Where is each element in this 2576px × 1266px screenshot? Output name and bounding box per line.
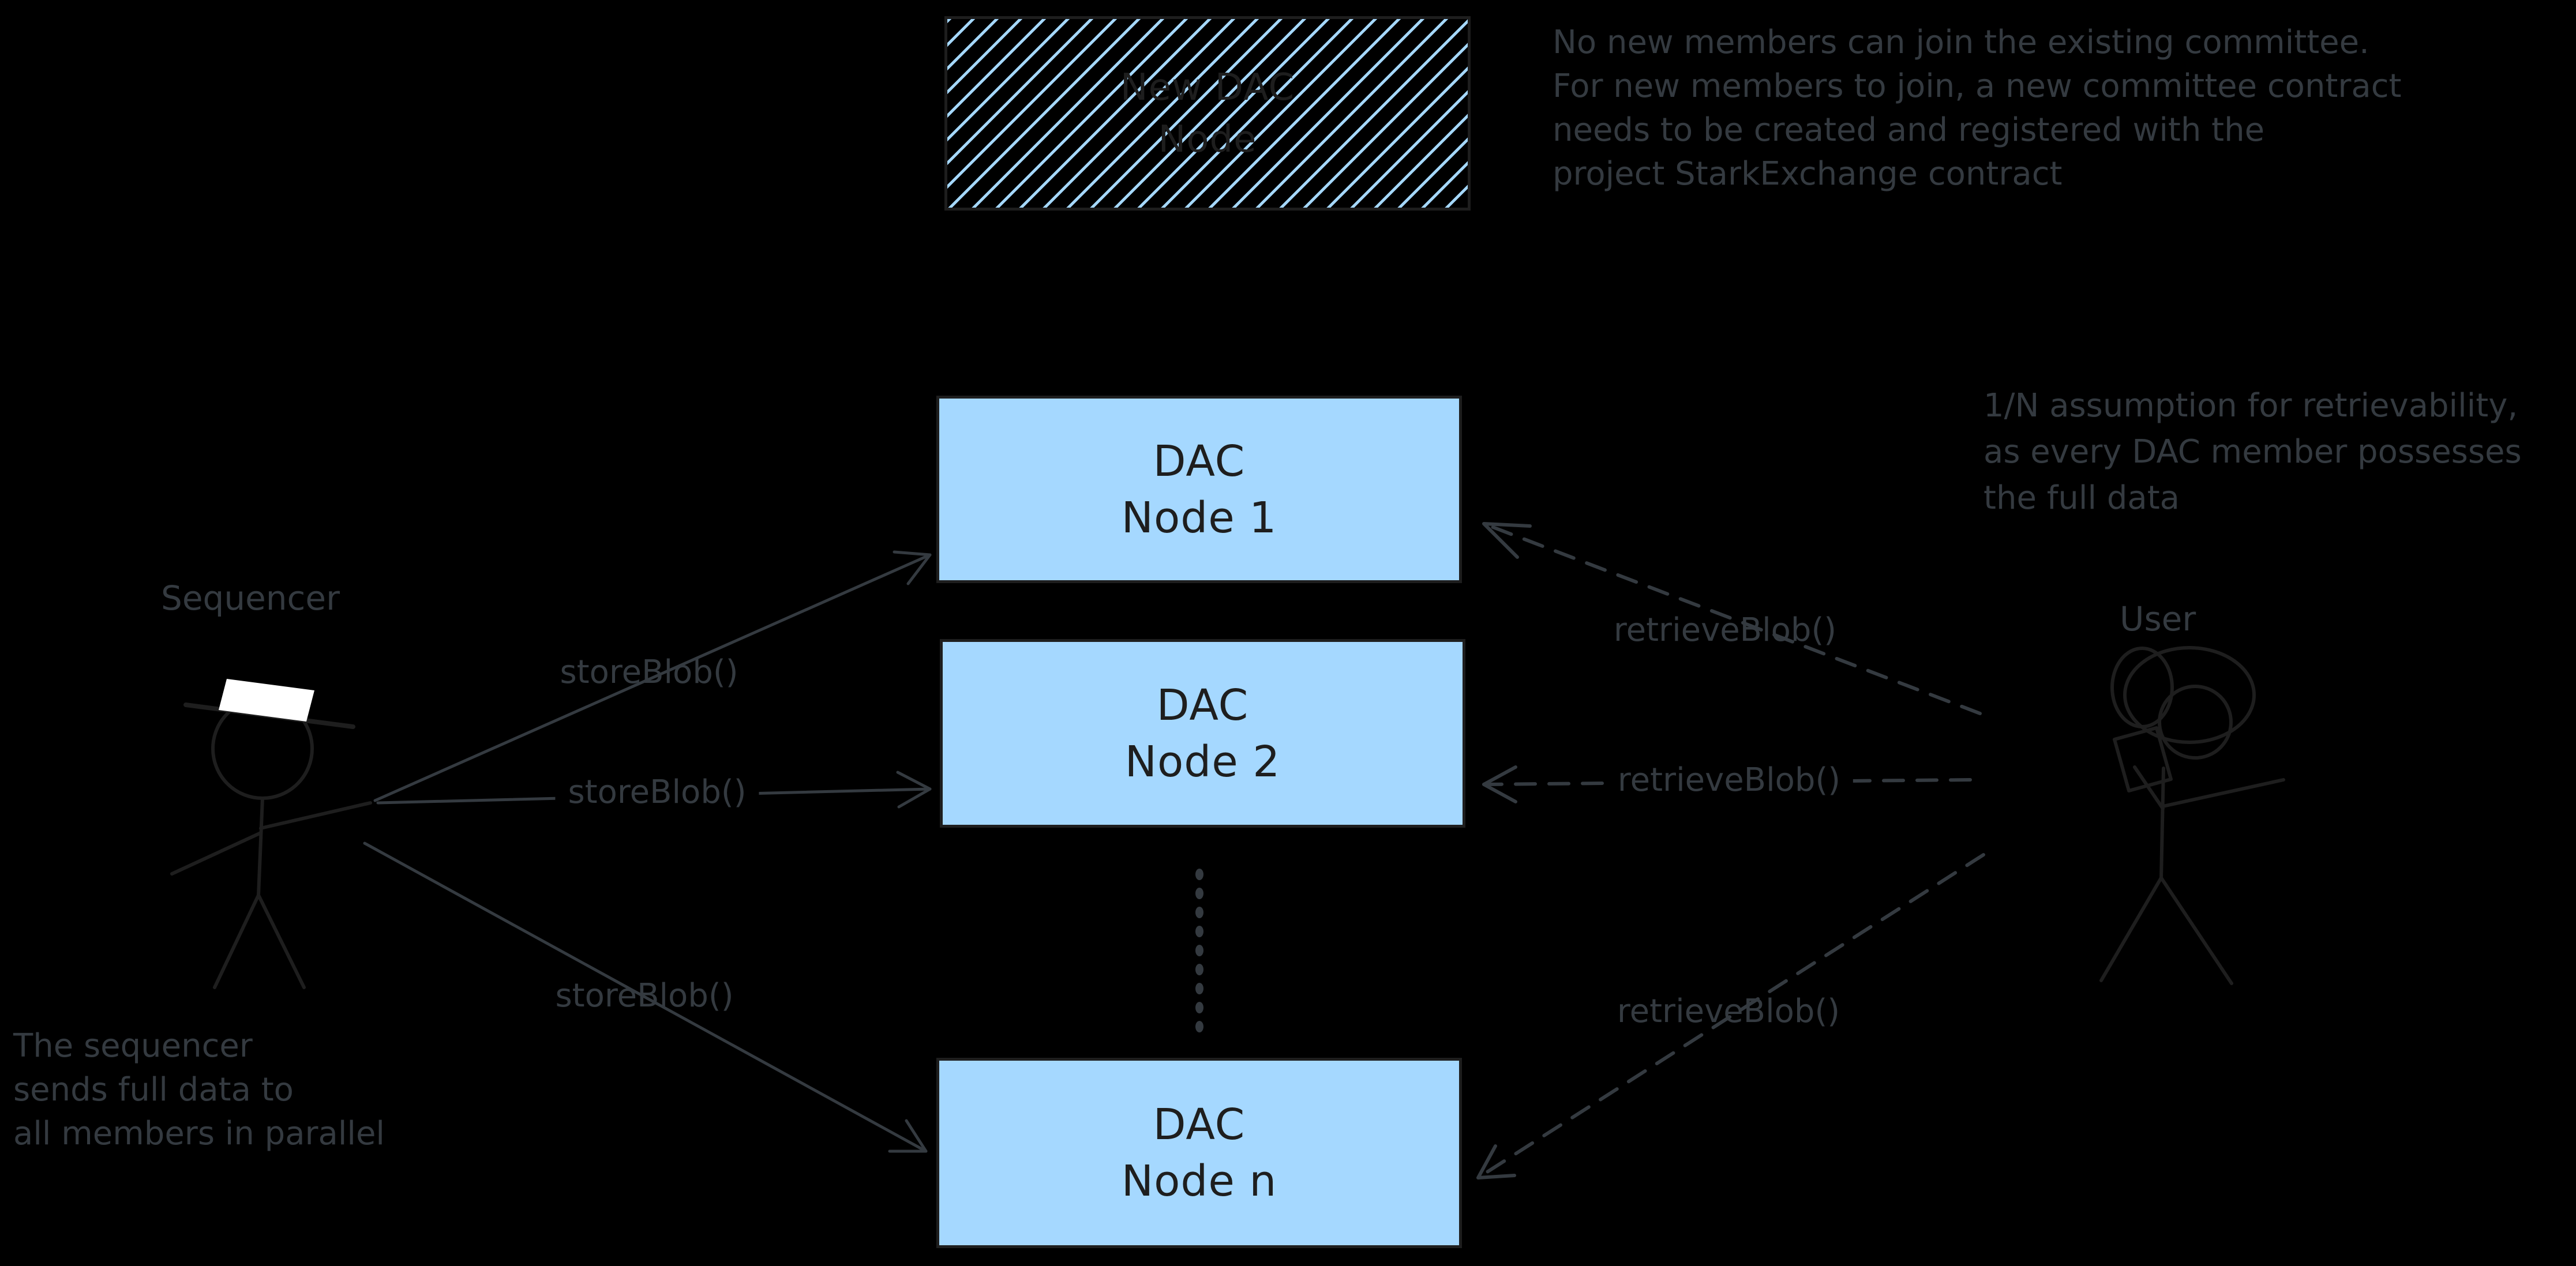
ellipsis-dots	[1195, 869, 1203, 1032]
note-line: The sequencer	[13, 1027, 253, 1065]
note-line: needs to be created and registered with …	[1553, 111, 2265, 149]
sequencer-label: Sequencer	[161, 578, 340, 618]
user-label: User	[2120, 599, 2196, 638]
note-line: the full data	[1983, 479, 2180, 517]
box-label-line: Node 1	[1121, 493, 1277, 543]
parallel-note: The sequencer sends full data to all mem…	[13, 1024, 385, 1156]
store-blob-arrow-1	[373, 550, 932, 802]
sequencer-hat-icon	[219, 679, 314, 722]
dac-node-2-box: DAC Node 2	[940, 639, 1465, 828]
committee-note: No new members can join the existing com…	[1553, 21, 2401, 196]
box-label-line: Node 2	[1124, 737, 1281, 787]
box-label-line: Node n	[1121, 1156, 1277, 1206]
note-line: all members in parallel	[13, 1115, 385, 1152]
store-blob-label-2: storeBlob()	[555, 771, 759, 814]
user-figure	[2099, 646, 2285, 985]
store-blob-label-1: storeBlob()	[560, 653, 738, 691]
user-phone-icon	[2113, 726, 2173, 792]
note-line: sends full data to	[13, 1071, 294, 1109]
retrieve-blob-label-2: retrieveBlob()	[1604, 759, 1854, 802]
retrieve-blob-arrow-1	[1482, 522, 1982, 715]
retrievability-note: 1/N assumption for retrievability, as ev…	[1983, 383, 2522, 521]
retrieve-blob-arrow-3	[1476, 853, 1985, 1179]
sequencer-figure	[170, 697, 372, 989]
retrieve-blob-label-3: retrieveBlob()	[1617, 993, 1840, 1030]
note-line: as every DAC member possesses	[1983, 433, 2522, 471]
note-line: No new members can join the existing com…	[1553, 24, 2369, 61]
note-line: 1/N assumption for retrievability,	[1983, 387, 2518, 424]
store-blob-arrow-3	[363, 842, 928, 1153]
new-dac-node-box: New DAC Node	[944, 16, 1471, 211]
note-line: project StarkExchange contract	[1553, 155, 2063, 193]
box-label-line: DAC	[1153, 436, 1246, 486]
box-label-line: Node	[1158, 118, 1257, 161]
store-blob-label-3: storeBlob()	[555, 977, 734, 1015]
note-line: For new members to join, a new committee…	[1553, 67, 2402, 105]
dac-node-1-box: DAC Node 1	[936, 396, 1462, 583]
dac-node-n-box: DAC Node n	[936, 1058, 1462, 1248]
box-label-line: DAC	[1153, 1100, 1246, 1149]
retrieve-blob-label-1: retrieveBlob()	[1613, 611, 1837, 649]
box-label-line: DAC	[1156, 680, 1249, 730]
box-label-line: New DAC	[1120, 66, 1295, 109]
